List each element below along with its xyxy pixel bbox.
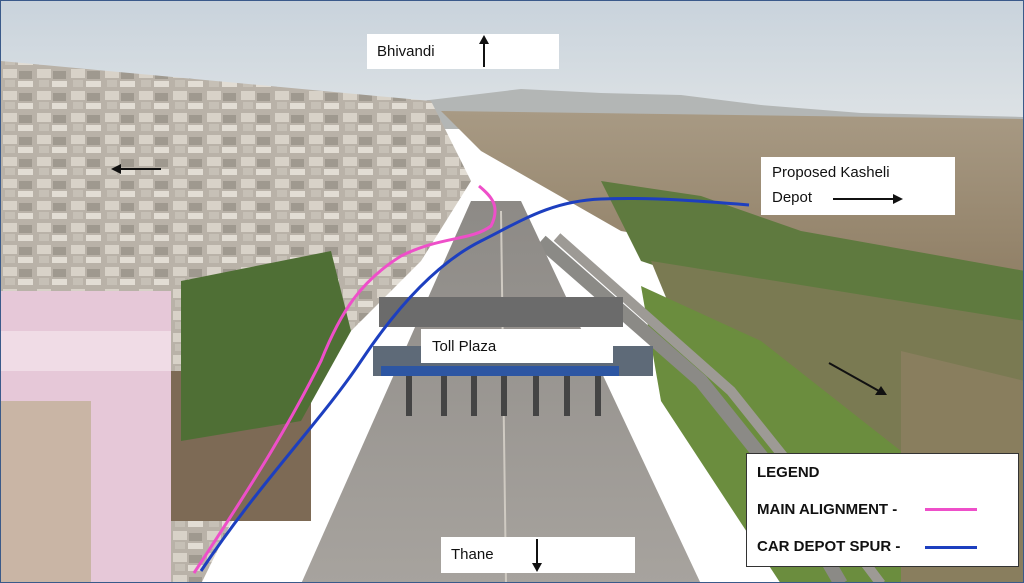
arrow-down-right-icon [828,362,887,395]
north-direction-label: Bhivandi [367,34,559,69]
legend-car-depot-spur-label: CAR DEPOT SPUR - [757,538,901,555]
south-direction-text: Thane [451,546,494,563]
toll-plaza-label: Toll Plaza [421,329,613,363]
arrow-left-icon [111,164,161,174]
depot-label: Proposed Kasheli Depot [761,157,955,215]
legend-main-alignment-label: MAIN ALIGNMENT - [757,501,898,518]
legend-car-depot-spur-swatch [925,546,977,549]
legend-title: LEGEND [757,464,820,481]
arrow-right-icon [833,194,903,204]
depot-label-line1: Proposed Kasheli [772,164,890,181]
arrow-up-icon [479,35,489,67]
main-alignment-line [192,184,497,574]
legend-main-alignment-swatch [925,508,977,511]
depot-label-line2: Depot [772,189,813,206]
south-direction-label: Thane [441,537,635,573]
arrow-down-icon [532,539,542,572]
car-depot-spur-line [199,196,750,572]
legend-box: LEGEND MAIN ALIGNMENT - CAR DEPOT SPUR - [746,453,1019,567]
toll-plaza-text: Toll Plaza [432,338,497,355]
north-direction-text: Bhivandi [377,43,435,60]
